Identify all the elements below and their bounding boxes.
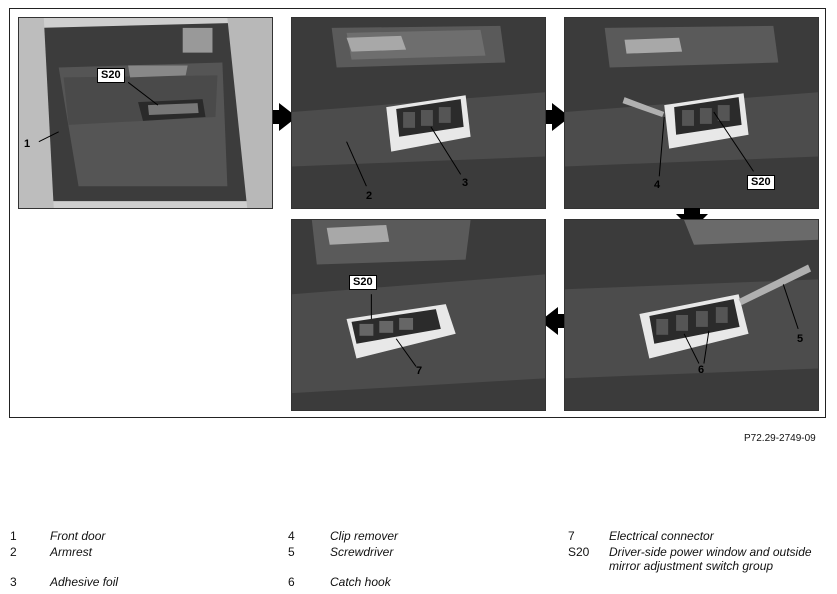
photo-electrical-connector: S20 7 xyxy=(291,219,546,411)
callout-s20: S20 xyxy=(97,68,125,83)
photo-front-door: 1 S20 xyxy=(18,17,273,209)
arrow-bar-4 xyxy=(558,314,564,328)
legend-text-7: Electrical connector xyxy=(609,529,714,543)
legend-num-6: 6 xyxy=(288,575,295,589)
callout-4: 4 xyxy=(654,179,661,191)
callout-7: 7 xyxy=(416,365,423,377)
arrow-bar-1 xyxy=(273,110,279,124)
legend-num-2: 2 xyxy=(10,545,17,559)
legend-num-s20: S20 xyxy=(568,545,590,559)
photo-armrest: 2 3 xyxy=(291,17,546,209)
arrow-bar-3 xyxy=(684,208,700,214)
callout-2: 2 xyxy=(366,190,373,202)
legend-text-1: Front door xyxy=(50,529,106,543)
legend-text-4: Clip remover xyxy=(330,529,399,543)
legend-num-3: 3 xyxy=(10,575,17,589)
legend-text-2: Armrest xyxy=(50,545,92,559)
callout-6: 6 xyxy=(698,364,705,376)
legend-text-5: Screwdriver xyxy=(330,545,394,559)
legend-text-s20: Driver-side power window and outside mir… xyxy=(609,545,812,573)
figure-reference: P72.29-2749-09 xyxy=(744,433,816,444)
legend-text-3: Adhesive foil xyxy=(50,575,119,589)
arrow-bar-2 xyxy=(546,110,552,124)
legend-num-1: 1 xyxy=(10,529,17,543)
callout-3: 3 xyxy=(462,177,469,189)
legend-num-5: 5 xyxy=(288,545,295,559)
callout-s20: S20 xyxy=(349,275,377,290)
photo-clip-remover: 4 S20 xyxy=(564,17,819,209)
photo-screwdriver: 5 6 xyxy=(564,219,819,411)
legend-num-4: 4 xyxy=(288,529,295,543)
callout-s20: S20 xyxy=(747,175,775,190)
callout-1: 1 xyxy=(24,138,31,150)
callout-5: 5 xyxy=(797,333,804,345)
legend-num-7: 7 xyxy=(568,529,575,543)
legend-text-6: Catch hook xyxy=(330,575,391,589)
